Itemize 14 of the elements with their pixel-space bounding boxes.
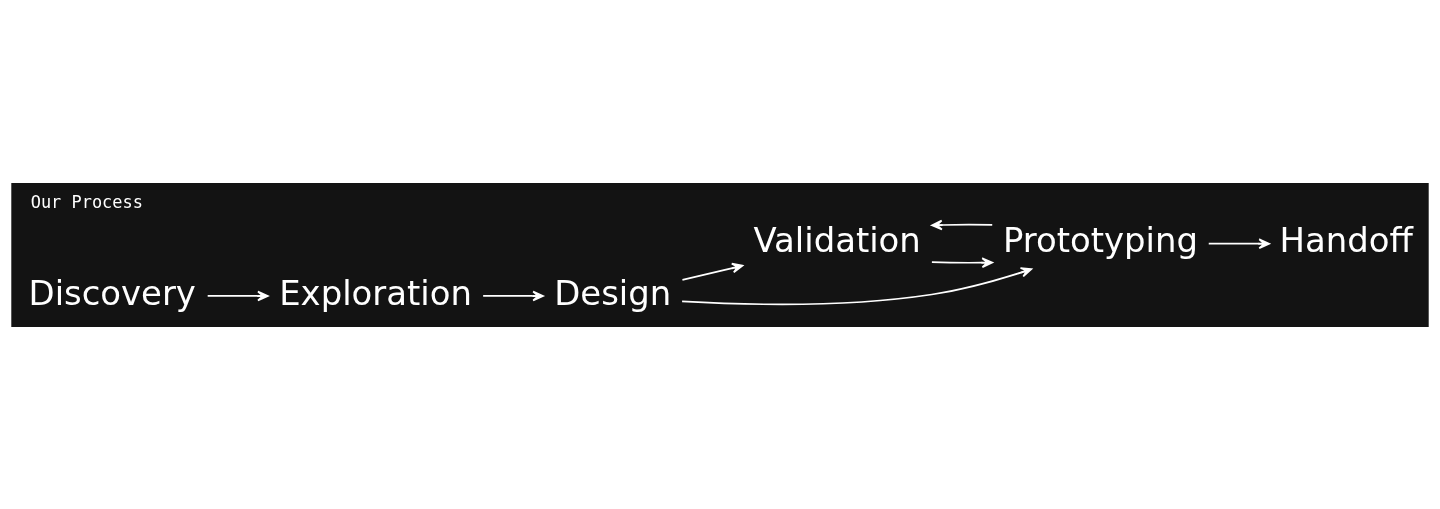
arrow: [931, 256, 994, 268]
node-text: Exploration: [279, 273, 472, 313]
node-text: Discovery: [28, 273, 196, 313]
node-text: Prototyping: [1002, 220, 1198, 260]
node-text: Validation: [753, 220, 921, 260]
arrow: [482, 290, 544, 301]
arrow: [206, 290, 269, 301]
diagram-title: Our Process: [30, 191, 143, 212]
node-text: Handoff: [1279, 220, 1413, 260]
arrow: [681, 266, 1033, 305]
arrow: [931, 219, 994, 230]
arrow: [681, 262, 744, 281]
arrow: [1207, 237, 1270, 249]
node-text: Design: [554, 273, 672, 313]
